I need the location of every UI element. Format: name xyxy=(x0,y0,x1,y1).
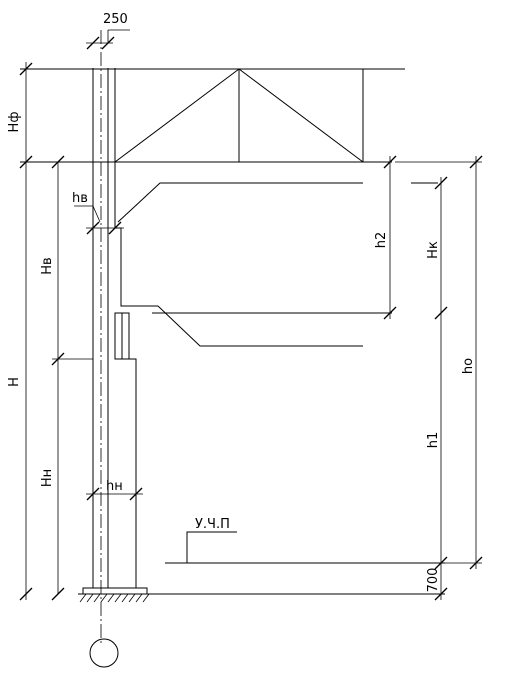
dim-hf-label: Нф xyxy=(7,112,22,133)
dim-Hk-label: Нк xyxy=(426,241,441,259)
roof-truss xyxy=(20,68,405,163)
dim-250-label: 250 xyxy=(103,12,128,27)
lower-column-edge xyxy=(115,358,137,588)
ground-leader xyxy=(186,531,237,563)
dim-Hv-label: Нв xyxy=(40,257,55,274)
dim-h2-label: h2 xyxy=(374,232,389,249)
dim-top-width: 250 xyxy=(86,12,130,50)
crane-bracket xyxy=(115,227,158,307)
dim-700-label: 700 xyxy=(426,568,441,593)
truss-left-diagonal xyxy=(114,68,240,163)
dim-Hn-label: Нн xyxy=(40,469,55,487)
foundation-hatch xyxy=(79,593,150,603)
ground-level: У.Ч.П xyxy=(145,517,445,595)
dim-H-label: Н xyxy=(7,377,22,387)
crane-bottom-outline xyxy=(157,305,363,347)
axis-marker-circle xyxy=(89,638,119,668)
dim-hv-small-label: hв xyxy=(72,191,88,206)
dim-ho-label: hо xyxy=(461,358,476,374)
column xyxy=(78,30,158,668)
base-plate xyxy=(82,587,148,595)
ground-label: У.Ч.П xyxy=(195,517,230,532)
dim-h2: h2 xyxy=(374,155,397,320)
dim-chain-left-inner: Нв Нн xyxy=(40,155,93,601)
dim-h1-label: h1 xyxy=(426,432,441,449)
dim-chain-left-outer: Нф Н xyxy=(7,62,33,601)
dim-hk-h1: Нк h1 700 xyxy=(426,176,448,601)
crane-top-outline xyxy=(117,182,363,223)
dim-hv-small: hв xyxy=(72,191,124,235)
truss-right-diagonal xyxy=(238,68,364,163)
crane-outline xyxy=(117,182,438,347)
dim-ho: hо xyxy=(395,155,483,570)
dim-hn: hн xyxy=(86,479,143,501)
dim-hn-label: hн xyxy=(106,479,123,494)
